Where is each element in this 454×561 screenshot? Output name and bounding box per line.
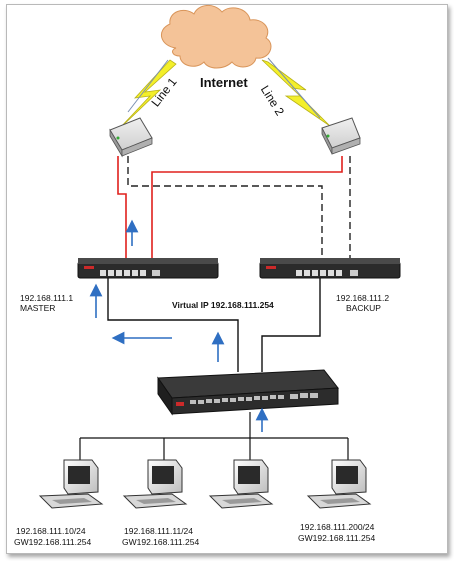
lightning-line-2 <box>261 57 331 127</box>
internet-cloud <box>161 5 272 69</box>
standby-links <box>127 156 351 262</box>
pc-2-gw-label: GW192.168.111.254 <box>122 537 200 547</box>
pc-4 <box>306 459 372 509</box>
pc-links <box>79 412 349 462</box>
master-ip-label: 192.168.111.1 <box>20 293 74 303</box>
internet-label: Internet <box>200 75 248 90</box>
master-role-label: MASTER <box>20 303 56 313</box>
pc-3 <box>208 459 274 509</box>
pc-2 <box>122 459 188 509</box>
lightning-line-1 <box>117 59 177 131</box>
modem-line-1 <box>109 117 153 158</box>
lan-links <box>107 278 321 372</box>
pc-3-ip-label: 192.168.111.200/24 <box>300 522 375 532</box>
virtual-ip-label: Virtual IP 192.168.111.254 <box>172 300 274 310</box>
pc-1-gw-label: GW192.168.111.254 <box>14 537 92 547</box>
modem-line-2 <box>321 117 361 155</box>
pc-3-gw-label: GW192.168.111.254 <box>298 533 376 543</box>
pc-1 <box>38 459 104 509</box>
backup-ip-label: 192.168.111.2 <box>336 293 390 303</box>
pc-1-ip-label: 192.168.111.10/24 <box>16 526 86 536</box>
pc-2-ip-label: 192.168.111.11/24 <box>124 526 194 536</box>
router-master <box>77 258 219 279</box>
traffic-flow-arrows <box>89 219 269 432</box>
lan-switch <box>157 369 339 416</box>
router-backup <box>259 258 401 279</box>
backup-role-label: BACKUP <box>346 303 381 313</box>
active-links <box>117 156 343 262</box>
